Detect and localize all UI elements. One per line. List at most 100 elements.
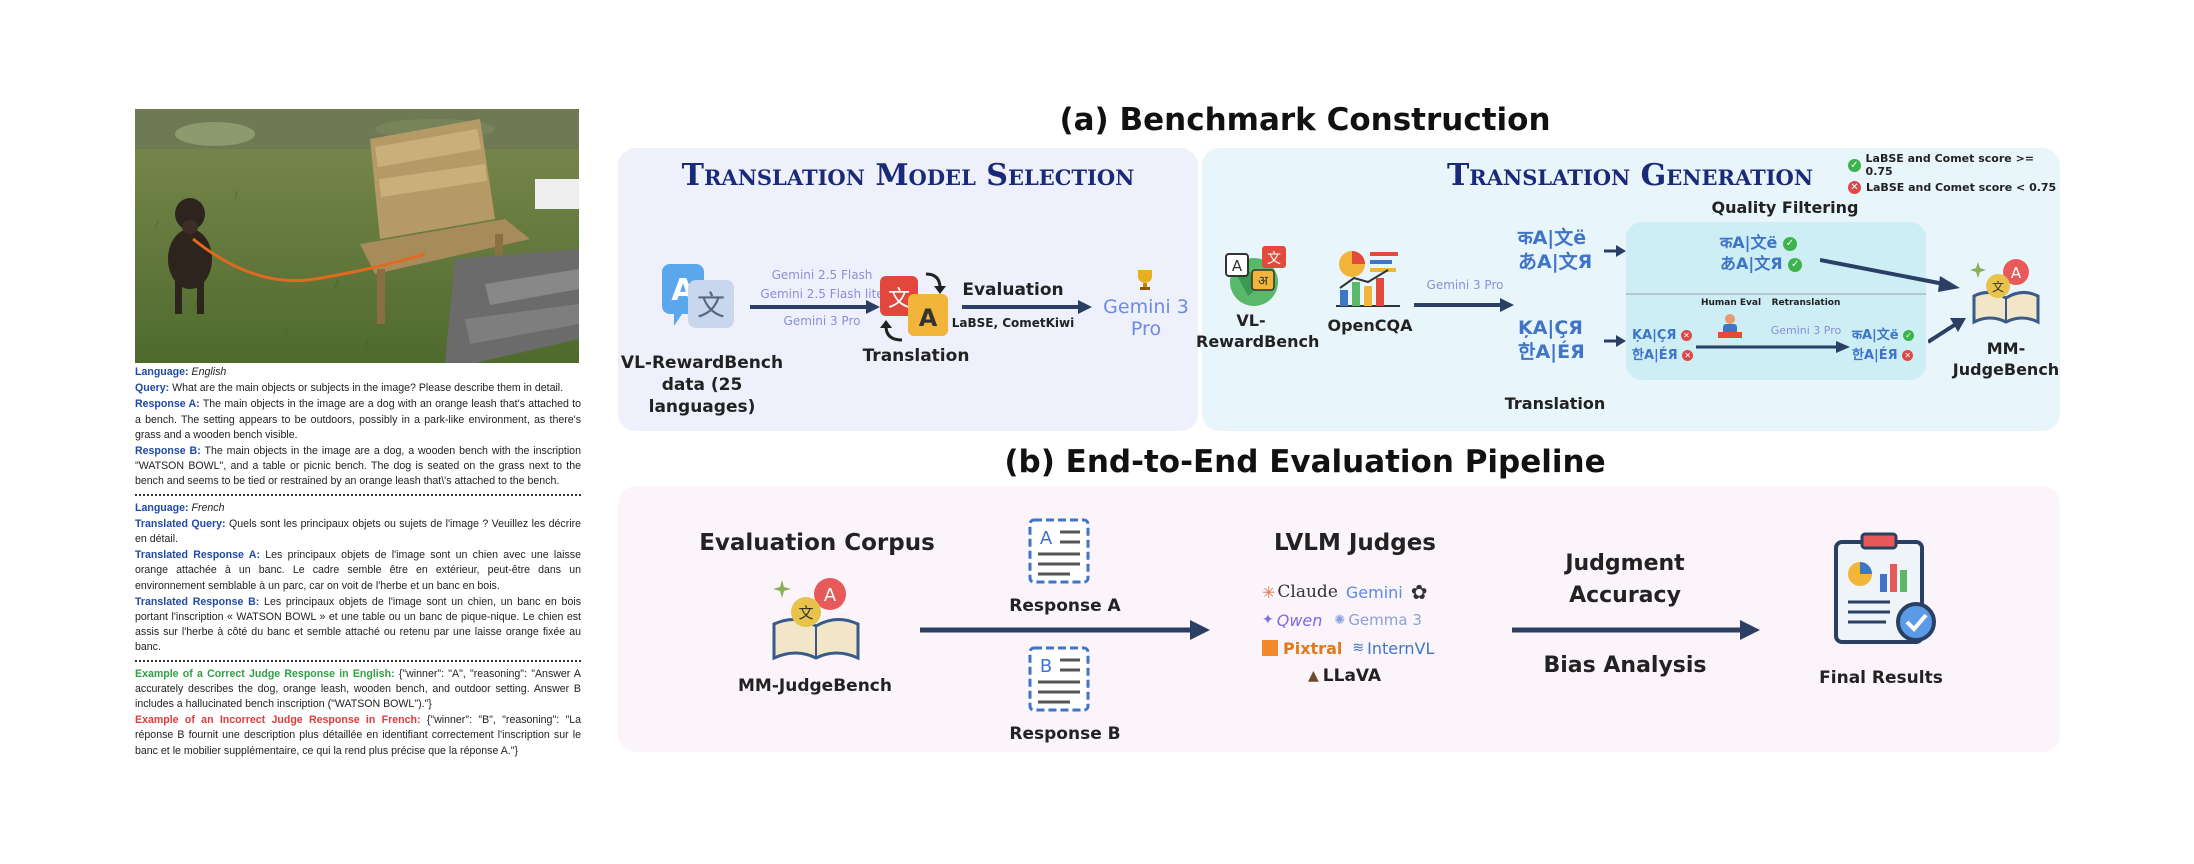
tms-title: Translation Model Selection — [681, 158, 1135, 193]
cross-icon: ✕ — [1680, 330, 1692, 341]
metrics-label: LaBSE, CometKiwi — [951, 316, 1075, 330]
tg-title: Translation Generation — [1446, 158, 1814, 193]
legend-pass-text: LaBSE and Comet score >= 0.75 — [1865, 152, 2035, 178]
human-eval-icon — [1716, 312, 1744, 345]
failed-glyphs: ĶA|ÇЯ ✕ 한A|ÉЯ ✕ — [1632, 326, 1694, 366]
corpus-name-label: MM-JudgeBench — [738, 676, 892, 696]
fail-row: ĶA|ÇЯ ✕ — [1632, 326, 1693, 346]
cross-icon: ✕ — [1682, 350, 1694, 361]
query-label: Translated Query: — [135, 517, 226, 530]
svg-text:B: B — [1040, 656, 1052, 677]
response-a-text: Les principaux objets de l'image sont un… — [135, 549, 581, 592]
glyph-row: 한A|ÉЯ — [1518, 341, 1585, 363]
svg-text:A: A — [824, 585, 837, 606]
pass-row: あA|文Я ✓ — [1720, 253, 1803, 274]
example-photo — [135, 109, 579, 363]
opencqa-label: OpenCQA — [1327, 316, 1413, 335]
check-icon: ✓ — [1903, 330, 1915, 341]
pixtral-icon — [1262, 640, 1278, 656]
arrow-pass-to-output — [1819, 256, 1960, 301]
svg-text:A: A — [2011, 264, 2022, 282]
response-b-en: Response B: The main objects in the imag… — [135, 444, 581, 490]
final-results-icon — [1830, 530, 1942, 653]
pass-row: कA|文ë ✓ — [1720, 232, 1802, 253]
vl-rewardbench-data-label: VL-RewardBench data (25 languages) — [620, 353, 784, 417]
correct-example: Example of a Correct Judge Response in E… — [135, 667, 581, 713]
legend-fail: ✕ LaBSE and Comet score < 0.75 — [1848, 181, 2058, 194]
openai-icon: ✿ — [1410, 580, 1428, 604]
response-b-doc-icon: B — [1024, 644, 1094, 719]
arrow-to-translation-gen — [1414, 296, 1514, 319]
correct-label: Example of a Correct Judge Response in E… — [135, 667, 395, 680]
judge-llava: LLaVA — [1322, 666, 1382, 686]
glyph-row: कA|文ë — [1852, 328, 1899, 343]
translated-glyphs-top: कA|文ë あA|文Я — [1518, 226, 1592, 274]
incorrect-label: Example of an Incorrect Judge Response i… — [135, 714, 421, 727]
legend-fail-text: LaBSE and Comet score < 0.75 — [1866, 181, 2057, 194]
arrow-to-judges — [920, 618, 1210, 647]
glyph-row: ĶA|ÇЯ — [1632, 328, 1677, 343]
language-value: French — [191, 501, 225, 514]
judge-claude: Claude — [1277, 582, 1338, 602]
corpus-book-icon: A 文 — [770, 574, 862, 669]
svg-text:文: 文 — [1267, 251, 1281, 267]
response-b-label: Translated Response B: — [135, 595, 260, 608]
tg-translation-label: Translation — [1504, 394, 1606, 413]
response-b-label: Response B — [1009, 724, 1121, 744]
retrans-row: कA|文ë ✓ — [1852, 326, 1915, 346]
incorrect-example: Example of an Incorrect Judge Response i… — [135, 713, 581, 759]
judge-row: Pixtral ≋ InternVL — [1262, 634, 1462, 662]
evaluation-corpus-label: Evaluation Corpus — [699, 530, 935, 556]
evaluation-label: Evaluation — [962, 280, 1064, 300]
glyph-row: 한A|ÉЯ — [1852, 348, 1898, 363]
final-results-label: Final Results — [1819, 668, 1943, 688]
response-b-text: The main objects in the image are a dog,… — [135, 445, 581, 488]
response-a-doc-icon: A — [1024, 516, 1094, 591]
query-line-fr: Translated Query: Quels sont les princip… — [135, 517, 581, 547]
glyph-row: あA|文Я — [1720, 254, 1783, 273]
section-a-title: (a) Benchmark Construction — [1059, 102, 1551, 138]
svg-text:A: A — [919, 304, 938, 332]
glyph-row: कA|文ë — [1518, 227, 1587, 249]
response-a-label: Response A — [1009, 596, 1121, 616]
arrow-to-evaluation — [962, 298, 1092, 321]
tg-vl-rewardbench-label: VL-RewardBench — [1196, 311, 1320, 351]
language-label: Language: — [135, 366, 189, 378]
mm-judgebench-icon: A 文 — [1970, 256, 2042, 331]
svg-text:文: 文 — [697, 289, 725, 322]
fail-row: 한A|ÉЯ ✕ — [1632, 346, 1694, 366]
query-line-en: Query: What are the main objects or subj… — [135, 381, 581, 396]
response-b-fr: Translated Response B: Les principaux ob… — [135, 595, 581, 656]
cross-icon: ✕ — [1902, 350, 1914, 361]
model-gemini-flash: Gemini 2.5 Flash — [771, 268, 873, 282]
gemma-icon: ✺ — [1334, 612, 1346, 628]
judge-gemma: Gemma 3 — [1348, 611, 1422, 629]
cross-icon: ✕ — [1848, 181, 1861, 194]
glyph-row: 한A|ÉЯ — [1632, 348, 1678, 363]
language-line-fr: Language: French — [135, 501, 581, 516]
arrow-retranslation — [1696, 340, 1850, 359]
filter-divider — [1626, 293, 1926, 295]
judge-row: ✦ Qwen ✺ Gemma 3 — [1262, 606, 1462, 634]
arrow-to-results — [1512, 618, 1760, 647]
globe-language-icon: A 文 अ — [1224, 244, 1294, 315]
svg-text:अ: अ — [1258, 274, 1269, 289]
arrow-to-translation — [750, 298, 880, 321]
language-line-en: Language: English — [135, 365, 581, 380]
glyph-row: ĶA|ÇЯ — [1518, 317, 1583, 339]
arrow-retrans-to-output — [1926, 316, 1968, 351]
svg-text:A: A — [1232, 257, 1243, 275]
translate-icon: A 文 — [660, 262, 740, 349]
judge-row: ✳ Claude Gemini ✿ — [1262, 578, 1462, 606]
passed-glyphs: कA|文ë ✓ あA|文Я ✓ — [1720, 232, 1803, 274]
model-gemini-flash-lite: Gemini 2.5 Flash lite — [760, 287, 884, 301]
divider — [135, 659, 581, 662]
translated-glyphs-bottom: ĶA|ÇЯ 한A|ÉЯ — [1518, 316, 1585, 364]
bias-analysis-label: Bias Analysis — [1543, 653, 1707, 678]
incorrect-text: {"winner": "B", "reasoning": "La réponse… — [135, 714, 582, 757]
trophy-icon — [1134, 268, 1156, 297]
query-text: What are the main objects or subjects in… — [172, 382, 564, 395]
judge-qwen: Qwen — [1276, 610, 1323, 630]
mm-judgebench-label: MM-JudgeBench — [1952, 339, 2060, 379]
winner-model-label: Gemini 3 Pro — [1103, 296, 1189, 340]
